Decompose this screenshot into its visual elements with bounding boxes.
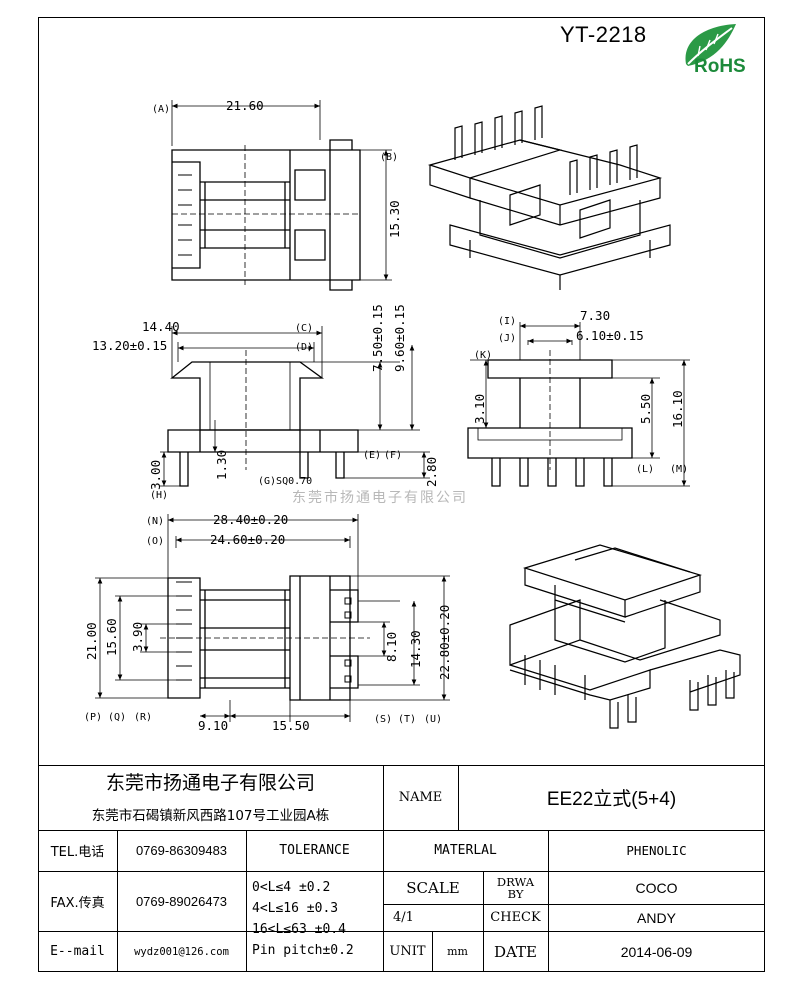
- company-address: 东莞市石碣镇新风西路107号工业园A栋: [91, 808, 330, 824]
- ref-f: (F): [384, 450, 402, 461]
- dim-pin-sq: (G)SQ0.70: [258, 476, 312, 487]
- isometric-view-top: [427, 105, 671, 290]
- title-block-rule: [38, 871, 765, 872]
- date-label: DATE: [494, 942, 537, 961]
- title-block-rule: [38, 830, 765, 831]
- email-label: E--mail: [50, 944, 105, 959]
- title-block-divider: [548, 830, 549, 972]
- fax-label: FAX.传真: [50, 895, 105, 911]
- ref-k: (K): [474, 350, 492, 361]
- ref-d: (D): [295, 342, 313, 353]
- dim-u-height: 22.80±0.20: [437, 605, 452, 680]
- tolerance-line: 4<L≤16 ±0.3: [252, 901, 339, 916]
- dim-q: 15.60: [104, 618, 119, 656]
- dim-t-width: 15.50: [272, 718, 310, 733]
- ref-c: (C): [295, 323, 313, 334]
- title-block-top-line: [38, 765, 765, 766]
- part-number: YT-2218: [560, 22, 647, 47]
- ref-l: (L): [636, 464, 654, 475]
- title-block: 东莞市扬通电子有限公司 东莞市石碣镇新风西路107号工业园A栋 NAME EE2…: [38, 765, 765, 972]
- check-label: CHECK: [490, 910, 541, 925]
- technical-drawing: (A) 21.60 (B) 15.30 14.40 (C) 13.20±0.15…: [84, 98, 741, 733]
- ref-u: (U): [424, 714, 442, 725]
- tolerance-table: 0<L≤4 ±0.2 4<L≤16 ±0.3 16<L≤63 ±0.4 Pin …: [252, 877, 354, 961]
- tolerance-line: Pin pitch±0.2: [252, 943, 354, 958]
- dim-j: 6.10±0.15: [576, 328, 644, 343]
- date-value: 2014-06-09: [620, 943, 693, 960]
- title-block-divider: [383, 765, 384, 972]
- dim-l: 5.50: [638, 394, 653, 424]
- ref-t: (T): [398, 714, 416, 725]
- dim-m: 16.10: [670, 390, 685, 428]
- title-block-rule: [383, 904, 765, 905]
- rohs-label: RoHS: [694, 56, 746, 77]
- title-block-divider: [117, 830, 118, 972]
- fax-value: 0769-89026473: [135, 893, 228, 909]
- name-label: NAME: [398, 790, 443, 805]
- dim-t-height: 14.30: [408, 630, 423, 668]
- ref-i: (I): [498, 316, 516, 327]
- dim-b: 15.30: [387, 200, 402, 238]
- dim-s-width: 9.10: [198, 718, 228, 733]
- dim-p: 21.00: [84, 622, 99, 660]
- title-block-divider: [432, 931, 433, 972]
- ref-s: (S): [374, 714, 392, 725]
- dimension-labels: (A) 21.60 (B) 15.30 14.40 (C) 13.20±0.15…: [84, 98, 688, 733]
- title-block-divider: [458, 765, 459, 830]
- title-block-divider: [246, 830, 247, 972]
- part-name: EE22立式(5+4): [546, 789, 677, 810]
- drawn-by-value: COCO: [635, 879, 678, 896]
- bottom-view: [95, 514, 450, 722]
- ref-j: (J): [498, 333, 516, 344]
- ref-p: (P): [84, 712, 102, 723]
- company-name: 东莞市扬通电子有限公司: [105, 772, 315, 794]
- scale-value: 4/1: [393, 910, 414, 925]
- material-label: MATERLAL: [434, 843, 497, 858]
- dim-pin-dist: 1.30: [214, 450, 229, 480]
- top-view: [171, 100, 392, 291]
- dim-o: 24.60±0.20: [210, 532, 285, 547]
- dim-h1: 7.50±0.15: [370, 304, 385, 372]
- ref-n: (N): [146, 516, 164, 527]
- title-block-divider: [483, 871, 484, 972]
- dim-k: 3.10: [472, 394, 487, 424]
- isometric-view-bottom: [509, 544, 741, 729]
- ref-m: (M): [670, 464, 688, 475]
- front-view: [160, 326, 430, 487]
- drawing-sheet-border: [38, 17, 765, 972]
- ref-r: (R): [134, 712, 152, 723]
- tolerance-line: 0<L≤4 ±0.2: [252, 880, 331, 895]
- tolerance-label: TOLERANCE: [279, 843, 350, 858]
- rohs-leaf-icon: [685, 24, 736, 66]
- tel-label: TEL.电话: [50, 845, 105, 860]
- dim-i: 7.30: [580, 308, 610, 323]
- email-value: wydz001@126.com: [134, 945, 229, 958]
- side-view: [467, 322, 690, 487]
- dim-d: 13.20±0.15: [92, 338, 167, 353]
- ref-e: (E): [363, 450, 381, 461]
- watermark: 东莞市扬通电子有限公司: [292, 490, 468, 506]
- dim-s-height: 8.10: [384, 632, 399, 662]
- ref-o: (O): [146, 536, 164, 547]
- dim-e: 2.80: [424, 457, 439, 487]
- dim-pin-len: 3.00: [148, 460, 163, 490]
- scale-label: SCALE: [406, 878, 460, 897]
- unit-label: UNIT: [389, 944, 426, 959]
- dim-c: 14.40: [142, 319, 180, 334]
- dim-r: 3.90: [130, 622, 145, 652]
- dim-h2: 9.60±0.15: [392, 304, 407, 372]
- unit-value: mm: [447, 945, 468, 958]
- tolerance-line: 16<L≤63 ±0.4: [252, 922, 346, 937]
- ref-b: (B): [380, 152, 398, 163]
- ref-h: (H): [150, 490, 168, 501]
- dim-n: 28.40±0.20: [213, 512, 288, 527]
- check-value: ANDY: [637, 909, 676, 926]
- material-value: PHENOLIC: [626, 843, 687, 858]
- title-block-rule: [38, 931, 765, 932]
- tel-value: 0769-86309483: [135, 843, 228, 858]
- ref-a: (A): [152, 104, 170, 115]
- dim-a: 21.60: [226, 98, 264, 113]
- drawn-by-label: DRWA BY: [496, 874, 535, 901]
- ref-q: (Q): [108, 712, 126, 723]
